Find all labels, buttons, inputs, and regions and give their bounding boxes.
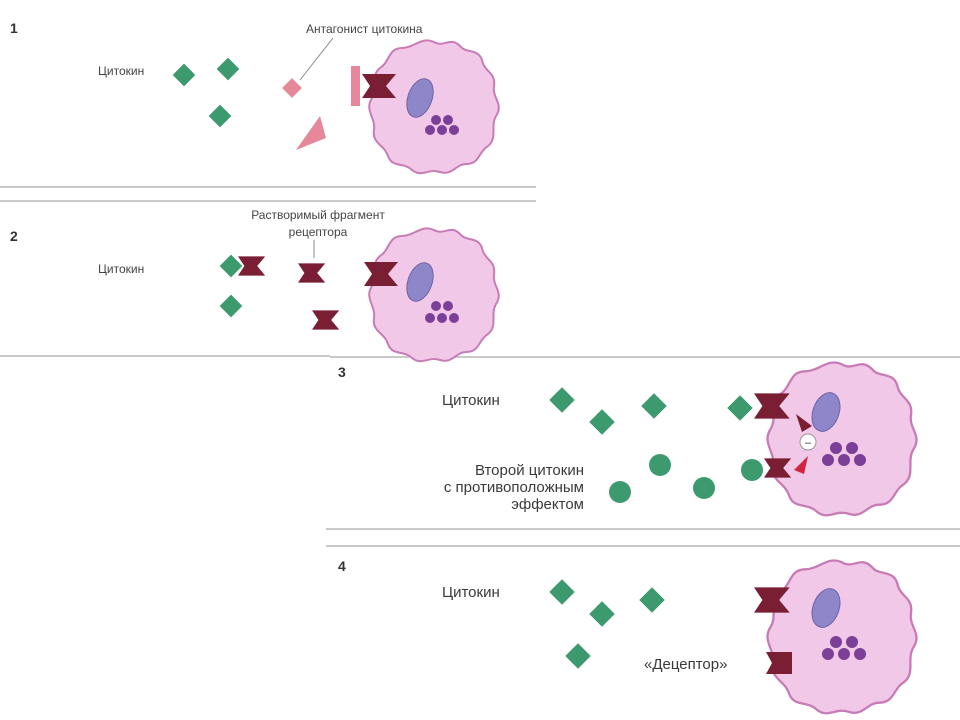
cytokine-diamond xyxy=(208,104,232,128)
granule xyxy=(437,125,447,135)
panel-1-cytokine-label: Цитокин xyxy=(98,64,145,78)
granule xyxy=(846,636,858,648)
granule xyxy=(854,454,866,466)
panel-3: – xyxy=(549,361,918,517)
cytokine-diamond xyxy=(589,409,615,435)
antagonist-pointer xyxy=(299,37,334,81)
cytokine-diamond xyxy=(216,57,240,81)
panel-4-cytokine-label: Цитокин xyxy=(442,584,500,601)
granule xyxy=(443,115,453,125)
granule xyxy=(846,442,858,454)
cytokine-diamond xyxy=(639,587,665,613)
granule xyxy=(443,301,453,311)
antagonist-block xyxy=(351,66,360,106)
minus-sign: – xyxy=(805,437,812,449)
panel-3-cytokine-label: Цитокин xyxy=(442,392,500,409)
panel-1-bottom-divider xyxy=(0,186,536,188)
panel-1 xyxy=(172,37,500,175)
granule xyxy=(425,125,435,135)
cell xyxy=(368,39,500,175)
granule xyxy=(431,301,441,311)
antagonist-diamond xyxy=(282,78,302,98)
granule xyxy=(854,648,866,660)
panel-3-bottom-divider xyxy=(326,528,960,530)
cell xyxy=(766,559,918,715)
nucleus xyxy=(811,588,841,628)
panel-2-cytokine-label: Цитокин xyxy=(98,262,145,276)
decoy-receptor xyxy=(766,652,792,674)
granule xyxy=(449,125,459,135)
nucleus xyxy=(406,262,434,302)
panel-1-antagonist-label: Антагонист цитокина xyxy=(306,22,423,36)
granule xyxy=(822,454,834,466)
activation-arrow xyxy=(796,414,812,432)
cell xyxy=(368,227,500,363)
cell xyxy=(766,361,918,517)
nucleus xyxy=(811,392,841,432)
panel-4 xyxy=(549,559,918,715)
granule xyxy=(838,454,850,466)
cytokine-diamond xyxy=(172,63,196,87)
panel-2-number: 2 xyxy=(10,228,18,244)
panel-3-second-cytokine-label: Второй цитокин с противоположным эффекто… xyxy=(443,462,584,513)
soluble-receptor-fragment xyxy=(312,310,340,330)
minus-badge xyxy=(799,433,817,451)
panel-4-decoy-label: «Децептор» xyxy=(644,656,728,673)
cytokine-diamond xyxy=(727,395,753,421)
panel-4-number: 4 xyxy=(338,558,346,574)
panel-1-number: 1 xyxy=(10,20,18,36)
cytokine-diamond xyxy=(565,643,591,669)
second-cytokine xyxy=(741,459,763,481)
antagonist-wedge xyxy=(296,116,326,150)
panel-4-top-divider xyxy=(326,545,960,547)
panel-2 xyxy=(219,227,500,363)
granule xyxy=(431,115,441,125)
second-cytokine xyxy=(609,481,631,503)
panel-2-top-divider xyxy=(0,200,536,202)
granule xyxy=(830,442,842,454)
panel-2-bottom-divider xyxy=(0,355,330,357)
cytokine-diamond xyxy=(549,387,575,413)
second-cytokine xyxy=(693,477,715,499)
granule xyxy=(437,313,447,323)
granule xyxy=(838,648,850,660)
cytokine-diamond xyxy=(549,579,575,605)
cytokine-diamond xyxy=(589,601,615,627)
granule xyxy=(830,636,842,648)
cytokine-diamond xyxy=(219,254,243,278)
nucleus xyxy=(406,78,434,118)
panel-2-soluble-receptor-label: Растворимый фрагмент рецептора xyxy=(251,208,385,239)
granule xyxy=(425,313,435,323)
inhibitory-arrow xyxy=(794,456,808,474)
second-cytokine xyxy=(649,454,671,476)
soluble-receptor-fragment xyxy=(298,263,326,283)
panel-3-number: 3 xyxy=(338,364,346,380)
cytokine-diamond xyxy=(219,294,243,318)
panel-3-top-divider xyxy=(330,356,960,358)
granule xyxy=(822,648,834,660)
cytokine-diamond xyxy=(641,393,667,419)
granule xyxy=(449,313,459,323)
